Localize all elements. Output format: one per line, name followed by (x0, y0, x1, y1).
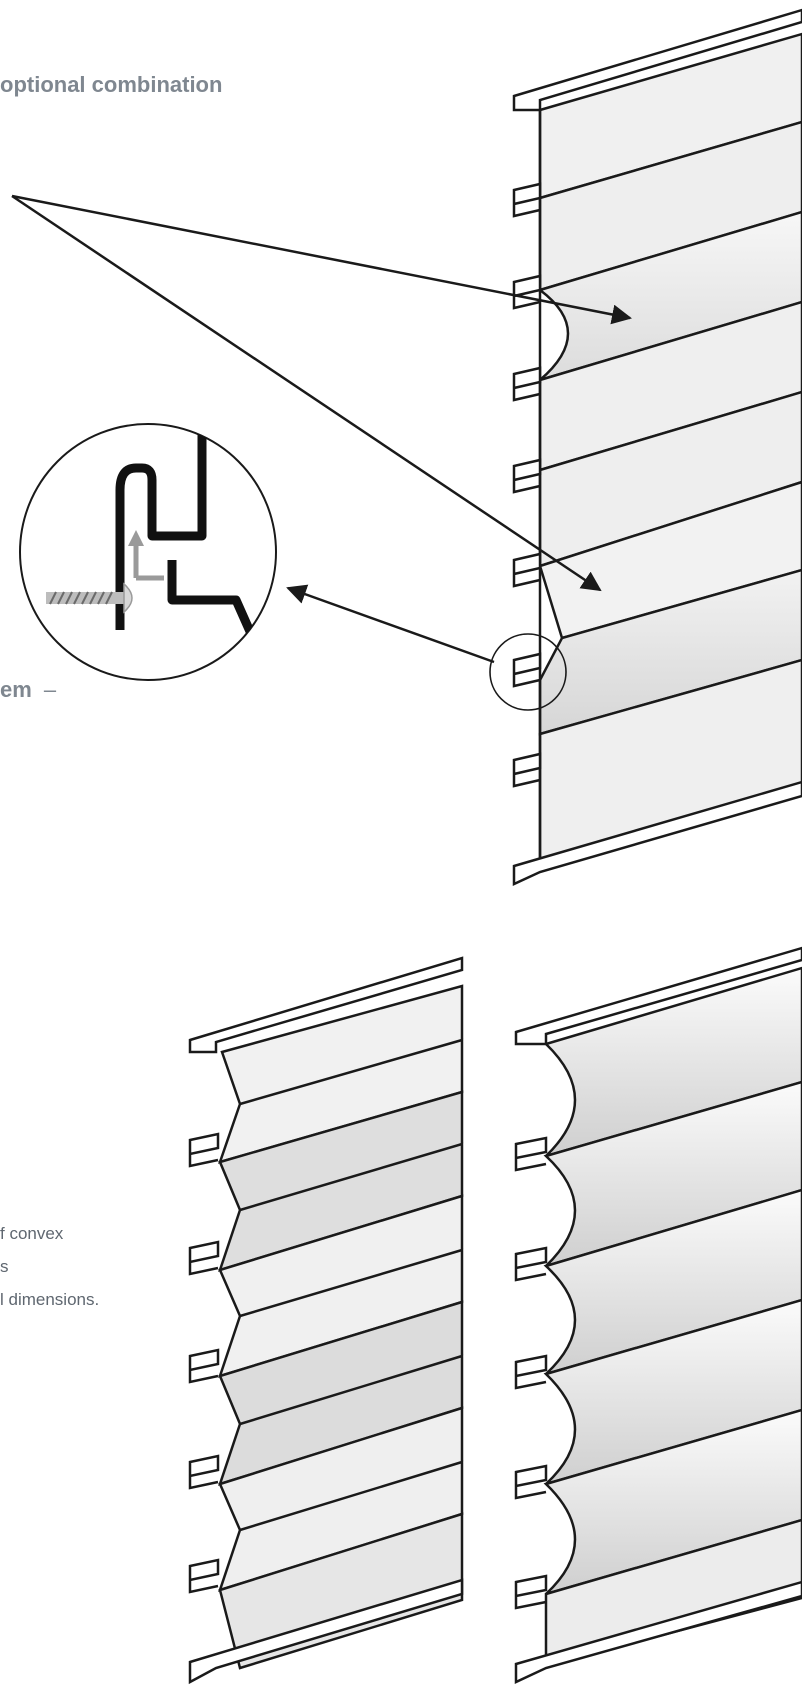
v-profile-cap (188, 956, 464, 1054)
detail-magnifier (19, 423, 277, 681)
top-heading: optional combination (0, 72, 223, 97)
convex-profile-base (514, 1580, 802, 1684)
top-wall-v-panel (538, 480, 802, 640)
magnifier-circle-icon (19, 423, 277, 681)
description-line-1: f convex (0, 1224, 64, 1243)
arrow-to-cove (11, 194, 632, 325)
system-label-fragment: em – (0, 677, 56, 703)
system-label-dash: – (43, 677, 57, 702)
system-label-text: em (0, 677, 32, 702)
convex-profile-clips (514, 1136, 548, 1610)
v-profile-clips (188, 1132, 220, 1594)
screw-icon (46, 582, 133, 614)
convex-segment-6 (544, 1518, 802, 1668)
description-line-3: l dimensions. (0, 1290, 100, 1309)
v-profile-base (188, 1578, 464, 1685)
arrow-to-v-panel (11, 194, 602, 592)
convex-profile-wall (514, 946, 802, 1684)
top-wall-base (512, 780, 802, 886)
description-line-2: s (0, 1257, 9, 1276)
v-profile-segment-6 (218, 1512, 464, 1670)
top-wall-assembly (489, 8, 802, 886)
v-profile-wall (188, 956, 464, 1685)
arrow-to-detail (286, 584, 495, 664)
convex-profile-cap (514, 946, 802, 1046)
top-wall-clips (512, 182, 542, 788)
top-wall-cap (512, 8, 802, 112)
pointer-arrows (11, 194, 632, 664)
detail-highlight-circle (489, 633, 567, 711)
